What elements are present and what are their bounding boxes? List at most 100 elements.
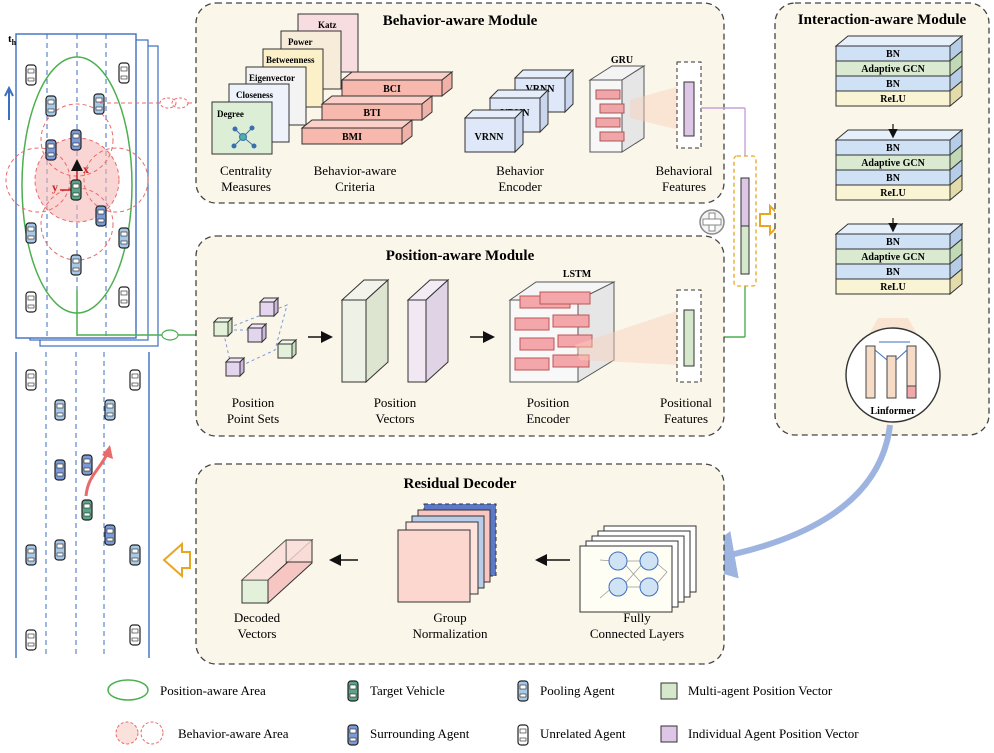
concat-individual-vector (740, 177, 750, 227)
svg-text:Positional: Positional (660, 395, 712, 410)
legend: Position-aware Area Behavior-aware Area … (107, 679, 859, 746)
svg-text:LSTM: LSTM (563, 269, 592, 280)
svg-text:Behavior: Behavior (496, 163, 544, 178)
gcn-layer-label: BN (886, 49, 901, 60)
output-arrow (162, 541, 191, 579)
svg-text:Group: Group (433, 610, 466, 625)
gcn-layer-label: BN (886, 173, 901, 184)
legend-unrelated-agent-icon (517, 724, 529, 746)
svg-text:Position: Position (232, 395, 275, 410)
gcn-layer-label: Adaptive GCN (861, 158, 925, 169)
gcn-layer-label: BN (886, 267, 901, 278)
svg-text:Behavior-aware: Behavior-aware (314, 163, 397, 178)
svg-text:BTI: BTI (363, 108, 380, 119)
residual-decoder: Residual Decoder (195, 463, 725, 665)
decoder-title: Residual Decoder (404, 476, 517, 492)
gcn-stack-2: BN Adaptive GCN BN ReLU (834, 128, 964, 202)
svg-text:GRU: GRU (611, 55, 633, 66)
centrality-degree: Degree (217, 109, 244, 119)
gcn-layer-label: BN (886, 143, 901, 154)
svg-text:BCI: BCI (383, 84, 401, 95)
to-decoder-arrow (687, 424, 893, 579)
gcn-layer-label: ReLU (880, 282, 906, 293)
svg-text:Vectors: Vectors (238, 626, 277, 641)
gcn-stack-1: BN Adaptive GCN BN ReLU (834, 34, 964, 108)
centrality-closeness: Closeness (236, 90, 273, 100)
svg-text:Measures: Measures (221, 179, 271, 194)
svg-text:Centrality: Centrality (220, 163, 272, 178)
svg-text:Normalization: Normalization (412, 626, 488, 641)
svg-text:Position: Position (374, 395, 417, 410)
legend-position-area-swatch (107, 679, 149, 701)
vrnn-block-3: VRNN (463, 108, 525, 154)
svg-text:Decoded: Decoded (234, 610, 281, 625)
svg-text:Vectors: Vectors (376, 411, 415, 426)
gcn-layer-label: ReLU (880, 94, 906, 105)
centrality-eigenvector: Eigenvector (249, 73, 295, 83)
gcn-layer-label: BN (886, 79, 901, 90)
legend-behavior-area: Behavior-aware Area (178, 726, 289, 741)
position-aware-module: Position-aware Module Position Point Set… (195, 235, 725, 437)
decoded-vectors (240, 538, 314, 605)
criteria-bmi: BMI (300, 118, 414, 146)
scene-bottom (15, 352, 150, 658)
fully-connected-layers (579, 525, 697, 613)
gcn-layer-label: Adaptive GCN (861, 64, 925, 75)
behavior-module-title: Behavior-aware Module (383, 13, 538, 29)
legend-multi-vector: Multi-agent Position Vector (688, 683, 833, 698)
svg-text:Features: Features (662, 179, 706, 194)
axis-y-label: y (52, 180, 58, 194)
graph-icon (231, 125, 257, 149)
legend-behavior-area-swatch (115, 721, 139, 745)
linformer-label: Linformer (871, 406, 917, 417)
interaction-module-title: Interaction-aware Module (798, 12, 967, 28)
centrality-power: Power (288, 37, 313, 47)
svg-text:Behavioral: Behavioral (655, 163, 712, 178)
svg-text:Point Sets: Point Sets (227, 411, 279, 426)
concat-multi-vector (740, 225, 750, 275)
legend-target-vehicle-icon (347, 680, 359, 702)
positional-feature-vector (683, 309, 695, 367)
position-vector-slab-green (340, 278, 390, 384)
svg-text:Position: Position (527, 395, 570, 410)
behavioral-feature-vector (683, 81, 695, 137)
centrality-betweenness: Betweenness (266, 55, 315, 65)
axis-x-label: x (83, 162, 89, 176)
gcn-layer-label: Adaptive GCN (861, 252, 925, 263)
behavior-aware-module: Behavior-aware Module Katz Power Between… (195, 2, 725, 204)
svg-text:Connected Layers: Connected Layers (590, 626, 684, 641)
centrality-katz: Katz (318, 20, 337, 30)
time-label: th (8, 33, 17, 47)
legend-pooling-agent: Pooling Agent (540, 683, 615, 698)
legend-position-area: Position-aware Area (160, 683, 266, 698)
svg-text:Encoder: Encoder (526, 411, 570, 426)
position-module-title: Position-aware Module (386, 248, 535, 264)
legend-pooling-agent-icon (517, 680, 529, 702)
svg-text:VRNN: VRNN (475, 132, 505, 143)
legend-individual-vector-swatch (660, 725, 678, 743)
gcn-layer-label: ReLU (880, 188, 906, 199)
lstm-cube: LSTM (508, 269, 616, 383)
legend-target-vehicle: Target Vehicle (370, 683, 445, 698)
legend-surrounding-agent: Surrounding Agent (370, 726, 470, 741)
scene-top: x y th (4, 33, 159, 347)
svg-text:BMI: BMI (342, 132, 362, 143)
gru-cube: GRU (588, 55, 646, 153)
legend-unrelated-agent: Unrelated Agent (540, 726, 626, 741)
position-point-sets (212, 296, 298, 378)
svg-text:Encoder: Encoder (498, 179, 542, 194)
criteria-bti: BTI (320, 94, 434, 122)
position-vector-slab-purple (406, 278, 450, 384)
concat-plus-icon (699, 209, 725, 235)
linformer-icon (865, 341, 917, 399)
legend-individual-vector: Individual Agent Position Vector (688, 726, 859, 741)
svg-text:Fully: Fully (623, 610, 651, 625)
legend-surrounding-agent-icon (347, 724, 359, 746)
svg-text:Criteria: Criteria (335, 179, 375, 194)
group-normalization (397, 503, 497, 603)
svg-text:Features: Features (664, 411, 708, 426)
legend-multi-vector-swatch (660, 682, 678, 700)
